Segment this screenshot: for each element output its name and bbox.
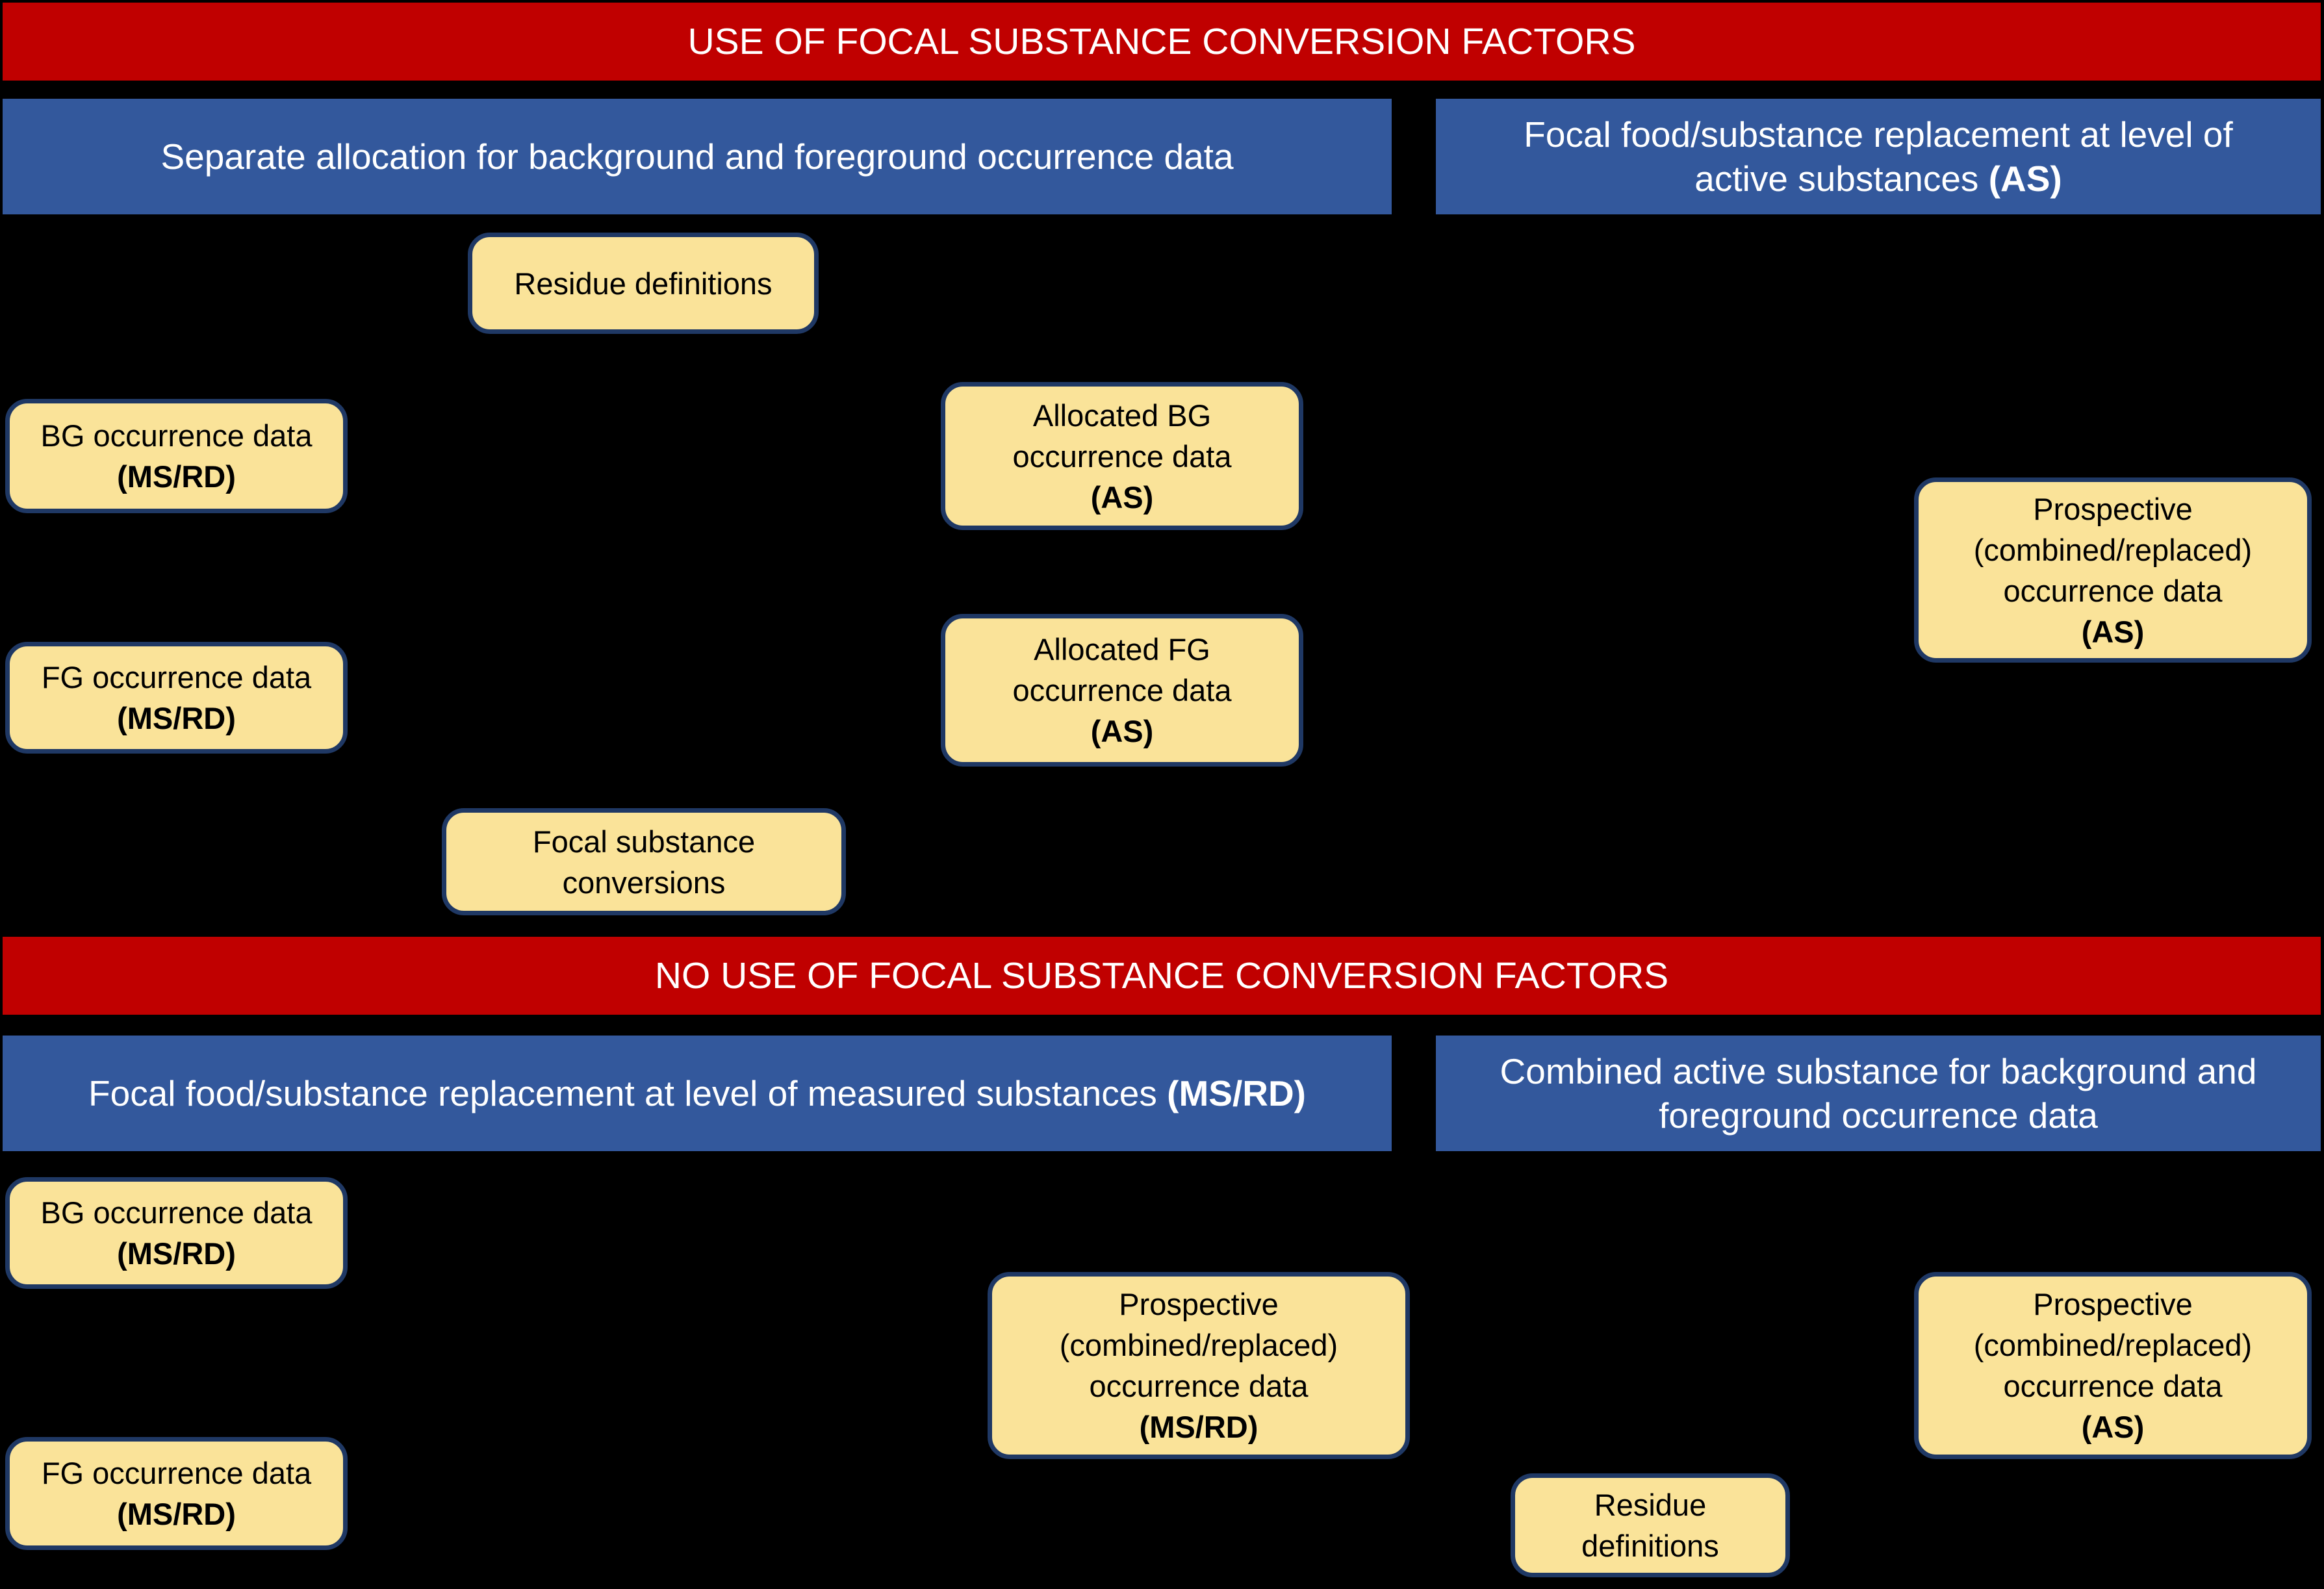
allocated-bg-box: Allocated BG occurrence data (AS) bbox=[941, 382, 1303, 530]
msrd-replacement-bar: Focal food/substance replacement at leve… bbox=[3, 1036, 1392, 1151]
bg-occurrence-box-bottom: BG occurrence data (MS/RD) bbox=[5, 1177, 348, 1289]
no-use-header-bar: NO USE OF FOCAL SUBSTANCE CONVERSION FAC… bbox=[3, 937, 2321, 1015]
fg-occurrence-box-bottom: FG occurrence data (MS/RD) bbox=[5, 1437, 348, 1550]
no-use-header-label: NO USE OF FOCAL SUBSTANCE CONVERSION FAC… bbox=[654, 954, 1669, 997]
as-replacement-bar: Focal food/substance replacement at leve… bbox=[1436, 99, 2321, 214]
combined-as-label-line2: foreground occurrence data bbox=[1659, 1095, 2098, 1136]
prospective-as-box-top: Prospective (combined/replaced) occurren… bbox=[1914, 477, 2312, 663]
combined-as-label-line1: Combined active substance for background… bbox=[1500, 1050, 2257, 1091]
bg-occurrence-box-top: BG occurrence data (MS/RD) bbox=[5, 399, 348, 513]
use-header-label: USE OF FOCAL SUBSTANCE CONVERSION FACTOR… bbox=[687, 20, 1636, 62]
separate-allocation-label: Separate allocation for background and f… bbox=[160, 136, 1234, 177]
as-replacement-label-line2: active substances (AS) bbox=[1694, 159, 2062, 199]
combined-as-bar: Combined active substance for background… bbox=[1436, 1036, 2321, 1151]
as-replacement-label-line1: Focal food/substance replacement at leve… bbox=[1524, 114, 2233, 155]
allocated-fg-box: Allocated FG occurrence data (AS) bbox=[941, 614, 1303, 767]
fg-occurrence-box-top: FG occurrence data (MS/RD) bbox=[5, 642, 348, 754]
prospective-msrd-box: Prospective (combined/replaced) occurren… bbox=[988, 1272, 1410, 1459]
separate-allocation-bar: Separate allocation for background and f… bbox=[3, 99, 1392, 214]
focal-conversions-box: Focal substance conversions bbox=[442, 808, 846, 915]
prospective-as-box-bottom: Prospective (combined/replaced) occurren… bbox=[1914, 1272, 2312, 1459]
use-header-bar: USE OF FOCAL SUBSTANCE CONVERSION FACTOR… bbox=[3, 3, 2321, 81]
residue-definitions-box-top: Residue definitions bbox=[468, 233, 819, 334]
msrd-replacement-label: Focal food/substance replacement at leve… bbox=[88, 1073, 1306, 1113]
residue-definitions-box-bottom: Residue definitions bbox=[1511, 1473, 1790, 1577]
